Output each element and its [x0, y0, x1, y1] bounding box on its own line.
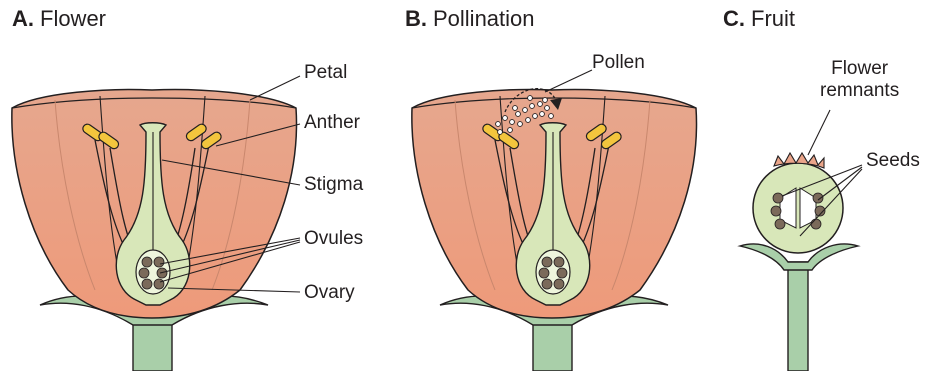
label-ovules: Ovules — [304, 228, 363, 250]
fruit-c — [740, 110, 862, 371]
stem-a — [133, 318, 172, 371]
label-flower-remnants-line2: remnants — [820, 80, 899, 102]
label-seeds: Seeds — [866, 150, 920, 172]
label-flower-remnants-line1: Flower — [820, 58, 899, 80]
label-anther: Anther — [304, 112, 360, 134]
label-petal: Petal — [304, 62, 347, 84]
flower-a — [12, 76, 300, 371]
fruit-body — [753, 163, 843, 253]
label-stigma: Stigma — [304, 174, 363, 196]
label-pollen: Pollen — [592, 52, 645, 74]
label-ovary: Ovary — [304, 282, 355, 304]
flower-b — [412, 70, 697, 371]
label-flower-remnants: Flower remnants — [820, 58, 899, 102]
